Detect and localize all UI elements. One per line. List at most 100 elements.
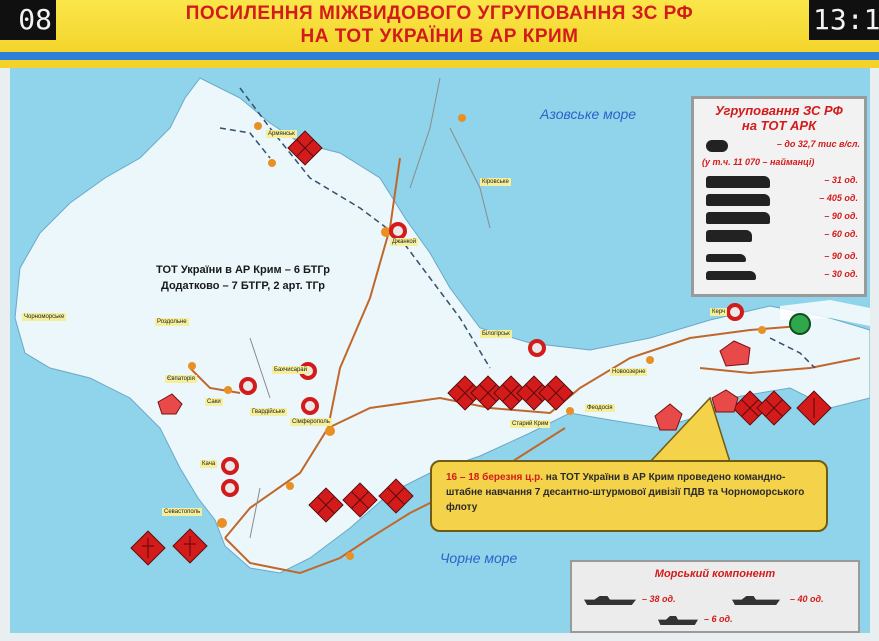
place-label: Старий Крим bbox=[510, 420, 551, 428]
helicopter-icon bbox=[706, 271, 756, 280]
personnel-icon bbox=[706, 140, 728, 152]
airfield-icon bbox=[528, 339, 546, 357]
grouping-row: – до 32,7 тис в/сл. bbox=[700, 137, 860, 155]
callout-box: 16 – 18 березня ц.р. на ТОТ України в АР… bbox=[430, 460, 828, 532]
clock-left: 08 bbox=[0, 0, 56, 40]
grouping-panel-title-line2: на ТОТ АРК bbox=[741, 118, 817, 133]
town-dot bbox=[458, 114, 466, 122]
airfield-icon bbox=[726, 303, 744, 321]
naval-panel: Морський компонент – 38 од. – 40 од. – 6… bbox=[570, 560, 860, 633]
place-label: Євпаторія bbox=[165, 375, 197, 383]
unit-diamond bbox=[308, 487, 344, 523]
crimea-landmass bbox=[14, 77, 870, 574]
town-dot bbox=[254, 122, 262, 130]
place-label: Кача bbox=[200, 460, 218, 468]
unit-diamond bbox=[732, 390, 768, 426]
grouping-row: (у т.ч. 11 070 – найманці) bbox=[700, 155, 860, 173]
naval-item-value: – 40 од. bbox=[790, 594, 824, 604]
unit-diamond bbox=[538, 375, 574, 411]
place-label: Білогірськ bbox=[480, 330, 512, 338]
flag-stripe bbox=[0, 52, 879, 68]
place-label: Армянськ bbox=[266, 130, 297, 138]
local-roads bbox=[249, 77, 491, 539]
airfield-icon bbox=[221, 479, 239, 497]
tot-summary-line1: ТОТ України в АР Крим – 6 БТГр bbox=[156, 264, 330, 276]
grouping-panel-title: Угруповання ЗС РФ на ТОТ АРК bbox=[694, 103, 864, 133]
grouping-row-value: – до 32,7 тис в/сл. bbox=[776, 139, 860, 149]
grouping-row: – 90 од. bbox=[700, 209, 860, 227]
unit-diamond bbox=[493, 375, 529, 411]
town-dot bbox=[381, 227, 391, 237]
naval-panel-title: Морський компонент bbox=[654, 568, 776, 580]
railway-northwest bbox=[219, 127, 271, 159]
grouping-panel: Угруповання ЗС РФ на ТОТ АРК – до 32,7 т… bbox=[691, 96, 867, 297]
grouping-row: – 31 од. bbox=[700, 173, 860, 191]
unit-diamond bbox=[756, 390, 792, 426]
grouping-row: – 30 од. bbox=[700, 267, 860, 285]
town-dot bbox=[646, 356, 654, 364]
callout-text: на ТОТ України в АР Крим проведено коман… bbox=[446, 472, 805, 513]
place-label: Керч bbox=[710, 308, 728, 316]
place-label: Феодосія bbox=[585, 404, 615, 412]
unit-symbols bbox=[130, 130, 832, 566]
hq-pentagon-icon bbox=[719, 340, 751, 367]
grouping-row-value: (у т.ч. 11 070 – найманці) bbox=[702, 157, 815, 167]
local-road-1 bbox=[409, 77, 441, 189]
grouping-row: – 60 од. bbox=[700, 227, 860, 245]
mlrs-icon bbox=[706, 230, 752, 242]
bridge-icon bbox=[789, 313, 811, 335]
place-label: Севастополь bbox=[162, 508, 203, 516]
naval-item-value: – 6 од. bbox=[704, 614, 733, 624]
place-label: Джанкой bbox=[390, 238, 419, 246]
unit-diamond bbox=[796, 390, 832, 426]
black-sea-label: Чорне море bbox=[440, 550, 518, 566]
unit-diamond bbox=[172, 528, 208, 564]
unit-diamond bbox=[447, 375, 483, 411]
place-label: Кіровське bbox=[480, 178, 511, 186]
hq-pentagon-icon bbox=[654, 403, 683, 431]
town-markers bbox=[188, 114, 766, 560]
town-dot bbox=[188, 362, 196, 370]
page-title: ПОСИЛЕННЯ МІЖВИДОВОГО УГРУПОВАННЯ ЗС РФ bbox=[185, 3, 694, 24]
grouping-row-value: – 405 од. bbox=[819, 193, 858, 203]
grouping-panel-title-line1: Угруповання ЗС РФ bbox=[715, 103, 843, 118]
town-dot bbox=[346, 552, 354, 560]
local-road-4 bbox=[249, 487, 261, 539]
town-dot bbox=[758, 326, 766, 334]
boat-icon bbox=[658, 616, 698, 625]
place-label: Сімферополь bbox=[290, 418, 332, 426]
grouping-row-value: – 31 од. bbox=[824, 175, 858, 185]
town-dot bbox=[566, 407, 574, 415]
grouping-row: – 405 од. bbox=[700, 191, 860, 209]
apc-icon bbox=[706, 194, 770, 206]
crimea-map: Азовське море Чорне море ТОТ України в А… bbox=[10, 68, 870, 633]
unit-diamond bbox=[287, 130, 323, 166]
airfield-icon bbox=[221, 457, 239, 475]
airfield-icon bbox=[301, 397, 319, 415]
clock-right: 13:1 bbox=[809, 0, 879, 40]
unit-diamond bbox=[342, 482, 378, 518]
unit-diamond bbox=[130, 530, 166, 566]
airfield-icon bbox=[389, 222, 407, 240]
unit-diamond bbox=[378, 478, 414, 514]
hq-pentagon-icon bbox=[157, 393, 183, 415]
tot-summary: ТОТ України в АР Крим – 6 БТГр Додатково… bbox=[128, 262, 358, 294]
railway-east bbox=[769, 337, 816, 369]
submarine-icon bbox=[732, 596, 780, 605]
kerch-landmass bbox=[780, 300, 870, 326]
road-east-lower bbox=[699, 357, 861, 375]
unit-diamond bbox=[470, 375, 506, 411]
town-dot bbox=[286, 482, 294, 490]
town-dot bbox=[268, 159, 276, 167]
artillery-icon bbox=[706, 212, 770, 224]
town-dot bbox=[217, 518, 227, 528]
aircraft-icon bbox=[706, 254, 746, 262]
grouping-row-value: – 90 од. bbox=[824, 251, 858, 261]
local-road-2 bbox=[449, 127, 491, 229]
place-label: Гвардійське bbox=[250, 408, 287, 416]
tank-icon bbox=[706, 176, 770, 188]
airfield-icon bbox=[239, 377, 257, 395]
local-road-3 bbox=[249, 337, 271, 399]
place-label: Новоозерне bbox=[610, 368, 648, 376]
grouping-row: – 90 од. bbox=[700, 249, 860, 267]
